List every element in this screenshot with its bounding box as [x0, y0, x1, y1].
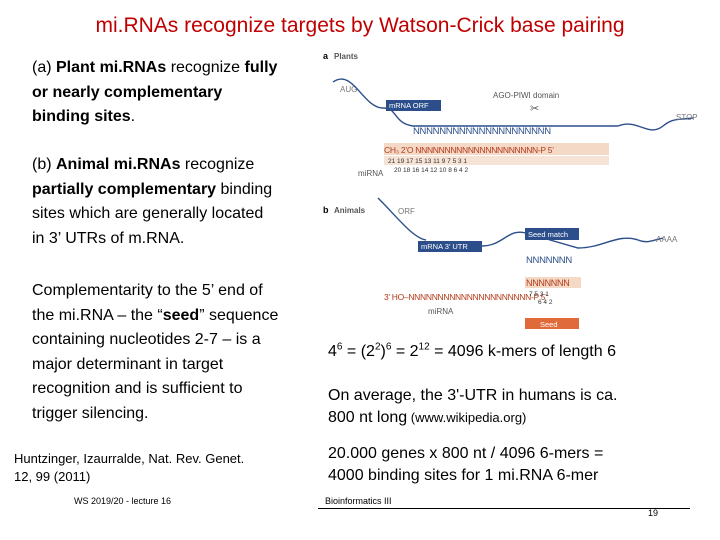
nucleotide-numbers-even: 20 18 16 14 12 10 8 6 4 2 [394, 167, 468, 174]
seed-text: Complementarity to the 5’ end of the mi.… [32, 282, 279, 422]
animal-mirna-sequence: 3’ HO–NNNNNNNNNNNNNNNNNNNNN-P 5’ [384, 292, 547, 302]
binding-sites-text: 20.000 genes x 800 nt / 4096 6-mers = 40… [328, 445, 604, 484]
nucleotide-numbers-odd: 21 19 17 15 13 11 9 7 5 3 1 [388, 158, 467, 165]
mrna-3utr-box [418, 241, 482, 252]
scissors-icon: ✂ [530, 103, 539, 115]
mirna-binding-diagram: a Plants AUG mRNA ORF AGO-PIWI domain ✂ … [323, 51, 698, 329]
kmer-equation: 46 = (22)6 = 212 = 4096 k-mers of length… [328, 341, 616, 360]
utr-length-text: On average, the 3'-UTR in humans is ca. … [328, 387, 618, 426]
mrna-orf-label: mRNA ORF [389, 101, 429, 110]
seed-pairs-bg [525, 277, 581, 288]
panel-a-label: a [323, 51, 329, 61]
animals-label: Animals [334, 206, 366, 215]
seed-box [525, 318, 579, 329]
footer-divider [318, 508, 690, 509]
mirna-label-b: miRNA [428, 307, 454, 316]
mrna-strand-b3 [481, 231, 664, 249]
aug-label: AUG [340, 85, 357, 94]
plants-label: Plants [334, 52, 359, 61]
footer-course: Bioinformatics III [325, 496, 392, 506]
numbers-bg [384, 156, 609, 165]
seed-match-box [525, 228, 579, 240]
panel-b-label: b [323, 205, 329, 215]
animal-mirna-text: (b) Animal mi.RNAs recognize partially c… [32, 156, 273, 247]
mrna-strand-b5 [377, 197, 427, 241]
slide-title: mi.RNAs recognize targets by Watson-Cric… [95, 14, 625, 37]
ago-label: AGO-PIWI domain [493, 91, 559, 100]
polya-label: AAAA [656, 235, 678, 244]
seed-numbers-even: 6 4 2 [538, 299, 553, 306]
footer-lecture: WS 2019/20 - lecture 16 [74, 496, 172, 506]
plant-mirna-text: (a) Plant mi.RNAs recognize fully or nea… [32, 59, 278, 125]
mirna-sequence-bg [384, 143, 609, 155]
target-sequence: NNNNNNNNNNNNNNNNNNNNN [413, 126, 551, 137]
mrna-3utr-label: mRNA 3’ UTR [421, 242, 468, 251]
page-number: 19 [648, 508, 659, 518]
mrna-orf-box [386, 100, 441, 111]
seed-match-label: Seed match [528, 230, 568, 239]
stop-label: STOP [676, 113, 698, 122]
mirna-label-a: miRNA [358, 169, 384, 178]
mrna-strand-3 [617, 117, 694, 131]
seed-pairs: NNNNNNN [526, 278, 569, 288]
mrna-strand-5 [332, 78, 414, 127]
seed-label: Seed [540, 320, 558, 329]
mirna-sequence: CH₃ 2’O NNNNNNNNNNNNNNNNNNNNN-P 5’ [384, 145, 554, 155]
seed-numbers-odd: 7 5 3 1 [529, 291, 549, 298]
seed-match-sequence: NNNNNNN [526, 255, 572, 266]
orf-label: ORF [398, 207, 415, 216]
reference: Huntzinger, Izaurralde, Nat. Rev. Genet.… [14, 451, 245, 484]
